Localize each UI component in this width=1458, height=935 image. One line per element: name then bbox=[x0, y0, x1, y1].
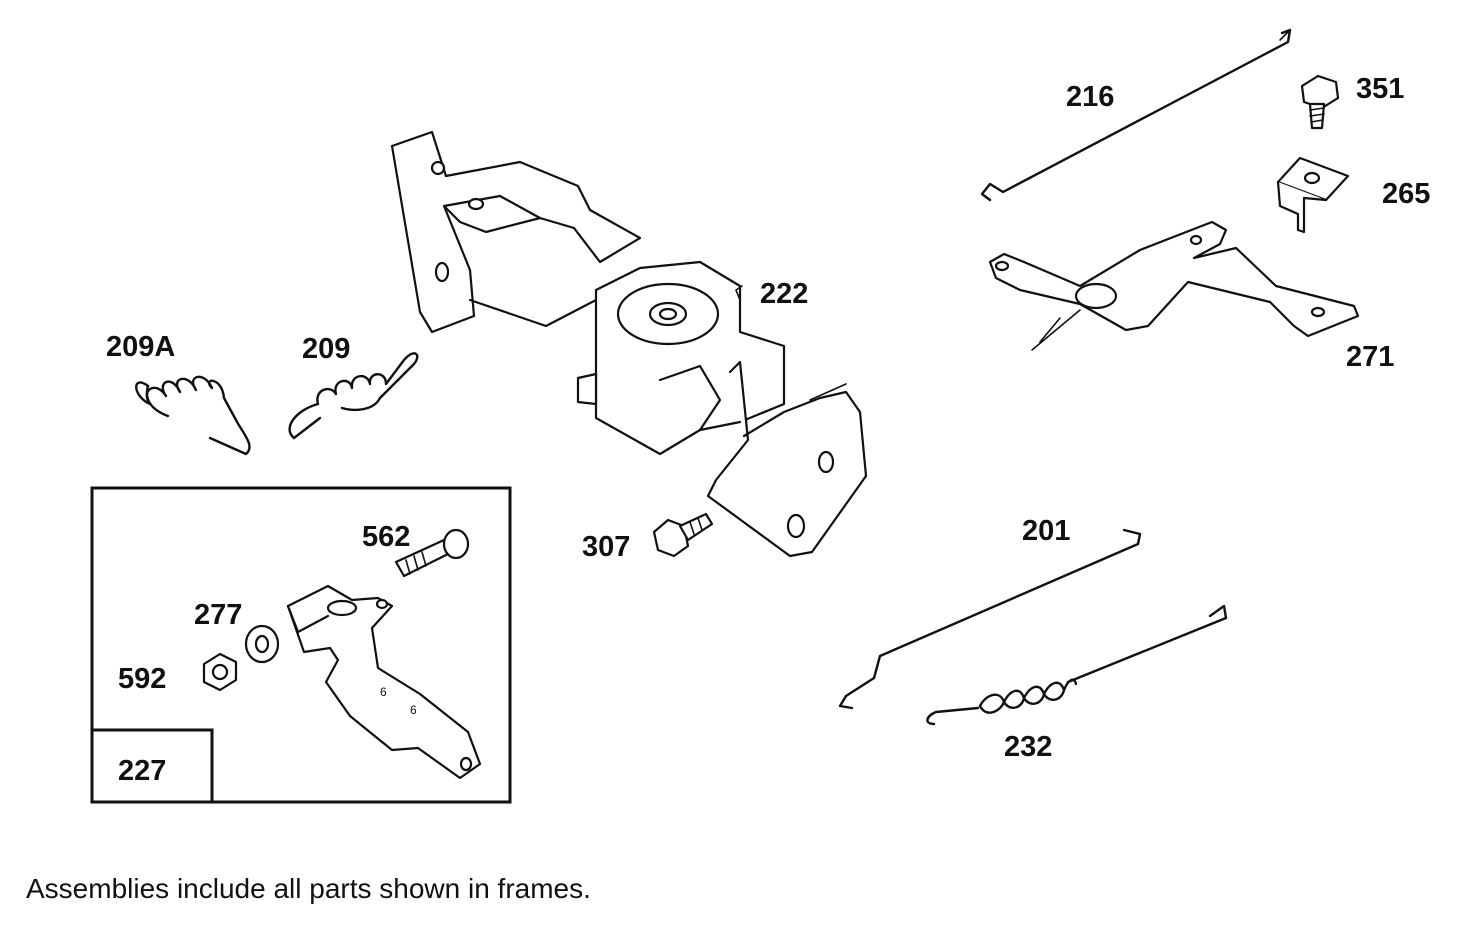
assembly-note: Assemblies include all parts shown in fr… bbox=[26, 873, 591, 904]
link-rod-216 bbox=[980, 28, 1292, 202]
label-351: 351 bbox=[1356, 73, 1404, 105]
svg-text:6: 6 bbox=[410, 703, 417, 717]
label-209: 209 bbox=[302, 333, 350, 365]
label-227: 227 bbox=[118, 755, 166, 787]
nut-592 bbox=[202, 652, 238, 692]
throttle-lever: 6 6 bbox=[286, 584, 482, 780]
svg-text:6: 6 bbox=[380, 685, 387, 699]
clip-265 bbox=[1276, 156, 1350, 234]
label-271: 271 bbox=[1346, 341, 1394, 373]
label-562: 562 bbox=[362, 521, 410, 553]
label-216: 216 bbox=[1066, 81, 1114, 113]
bolt-307 bbox=[652, 512, 714, 558]
bracket-271 bbox=[988, 220, 1360, 351]
spring-209 bbox=[288, 352, 419, 440]
washer-277 bbox=[244, 624, 280, 664]
screw-351 bbox=[1300, 74, 1340, 130]
label-307: 307 bbox=[582, 531, 630, 563]
label-201: 201 bbox=[1022, 515, 1070, 547]
governor-link-201 bbox=[838, 528, 1142, 710]
spring-209a bbox=[135, 375, 251, 456]
label-209a: 209A bbox=[106, 331, 175, 363]
label-277: 277 bbox=[194, 599, 242, 631]
governor-spring-232 bbox=[926, 604, 1228, 726]
control-bracket-222 bbox=[390, 130, 868, 558]
label-232: 232 bbox=[1004, 731, 1052, 763]
bolt-562 bbox=[394, 528, 470, 578]
assembly-frame-227 bbox=[90, 486, 512, 804]
label-265: 265 bbox=[1382, 178, 1430, 210]
label-592: 592 bbox=[118, 663, 166, 695]
label-222: 222 bbox=[760, 278, 808, 310]
